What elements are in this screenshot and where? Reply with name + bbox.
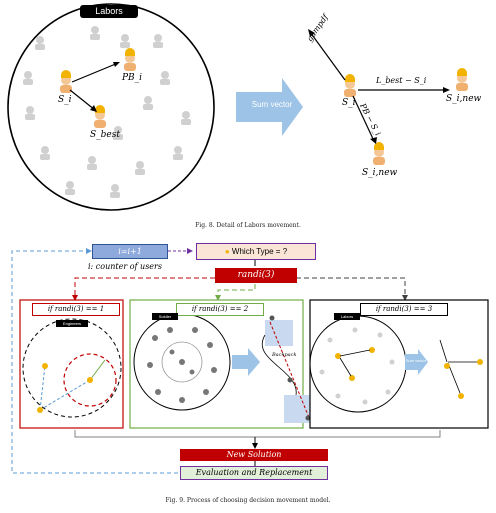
arrow-head (215, 295, 221, 301)
label-lbest: L_best − S_i (376, 76, 427, 85)
labors-mini-vector (339, 349, 371, 357)
panel1-title: Engineers (56, 320, 88, 327)
vector-head (370, 137, 377, 144)
soldier-curve (262, 334, 297, 396)
labors-mini-vector (439, 339, 448, 363)
soldier-agent (305, 415, 311, 421)
vector-head (90, 105, 97, 112)
agent-snew-bottom (373, 142, 385, 165)
engineer-agent (87, 377, 93, 383)
background-crowd (23, 26, 191, 198)
label-snew1: S_i,new (446, 94, 482, 104)
labors-mini-agent (477, 359, 483, 365)
label-snew2: S_i,new (362, 168, 398, 178)
labors-mini-agent (444, 363, 450, 369)
counter-box: i=i+1 (92, 244, 168, 259)
engineer-agent (42, 363, 48, 369)
agent-snew-right (456, 68, 468, 91)
agent-sbest (94, 105, 106, 128)
panel-labors (309, 299, 489, 429)
randi-box: randi(3) (215, 268, 297, 283)
which-type-box: ● Which Type = ? (196, 243, 316, 260)
agent-pbi (124, 48, 136, 71)
agent-si-right (344, 74, 356, 97)
sum-vector-label: Sum vector (251, 100, 293, 109)
labors-circle (7, 3, 215, 211)
engineers-outer-circle (22, 318, 122, 418)
label-sbest: S_best (90, 130, 120, 140)
merge-line (74, 430, 441, 438)
labors-mini-agent (458, 393, 464, 399)
engineers-vector (89, 359, 106, 381)
fig9-caption: Fig. 9. Process of choosing decision mov… (165, 497, 331, 504)
vector-head (443, 87, 450, 93)
vector-gampdf (309, 31, 346, 81)
loop-head (86, 248, 92, 254)
panel3-sum-label: Sum vector (405, 358, 427, 363)
branch-label-1: if randi(3) == 1 (32, 303, 120, 316)
new-solution-box: New Solution (180, 449, 328, 461)
label-si-right: S_i (342, 98, 356, 108)
labors-mini-crowd (319, 327, 395, 405)
sum-vector-arrow (236, 78, 303, 136)
panel2-title: Soldier (152, 313, 178, 320)
labors-mini-agent (335, 353, 341, 359)
agent-si (60, 70, 72, 93)
soldier-crowd (147, 327, 217, 403)
soldier-inner-circle (161, 341, 203, 383)
engineer-agent (37, 407, 43, 413)
labors-mini-vector (339, 357, 352, 377)
arrow-head (72, 295, 78, 301)
panel2-note: Backpack (272, 352, 297, 358)
soldier-path (269, 321, 311, 421)
labors-mini-agent (349, 375, 355, 381)
evaluation-box: Evaluation and Replacement (180, 466, 328, 480)
vector-head (308, 29, 315, 37)
soldier-agent (287, 377, 293, 383)
branch-line-3 (296, 277, 406, 298)
arrow-head (187, 248, 193, 254)
vector-pb (352, 95, 375, 142)
panel3-title: Labors (334, 313, 360, 320)
soldier-region-top (265, 320, 293, 346)
branch-line-2 (217, 284, 256, 298)
branch-line-1 (74, 277, 215, 298)
label-pbi: PB_i (122, 73, 143, 83)
which-type-label: Which Type = ? (231, 247, 288, 256)
arrow-head (252, 443, 258, 449)
labors-mini-arrow (405, 349, 428, 375)
engineers-vector (39, 365, 46, 411)
vector-to-sbest (69, 89, 96, 111)
engineers-inner-circle (63, 353, 117, 407)
labors-mini-vector (447, 362, 461, 394)
soldier-agent (269, 315, 275, 321)
counter-note: i: counter of users (88, 262, 162, 271)
vector-head (113, 62, 120, 67)
soldier-arrow (232, 348, 260, 376)
label-si: S_i (58, 95, 72, 105)
labors-mini-agent (369, 347, 375, 353)
labors-title: Labors (80, 5, 138, 18)
fig8-caption: Fig. 8. Detail of Labors movement. (195, 222, 301, 229)
vector-to-pbi (71, 62, 119, 83)
arrow-head (402, 295, 408, 301)
worker-icon: ● (224, 247, 230, 256)
branch-label-2: if randi(3) == 2 (176, 303, 264, 316)
branch-label-3: if randi(3) == 3 (360, 303, 448, 316)
feedback-loop (11, 250, 178, 474)
